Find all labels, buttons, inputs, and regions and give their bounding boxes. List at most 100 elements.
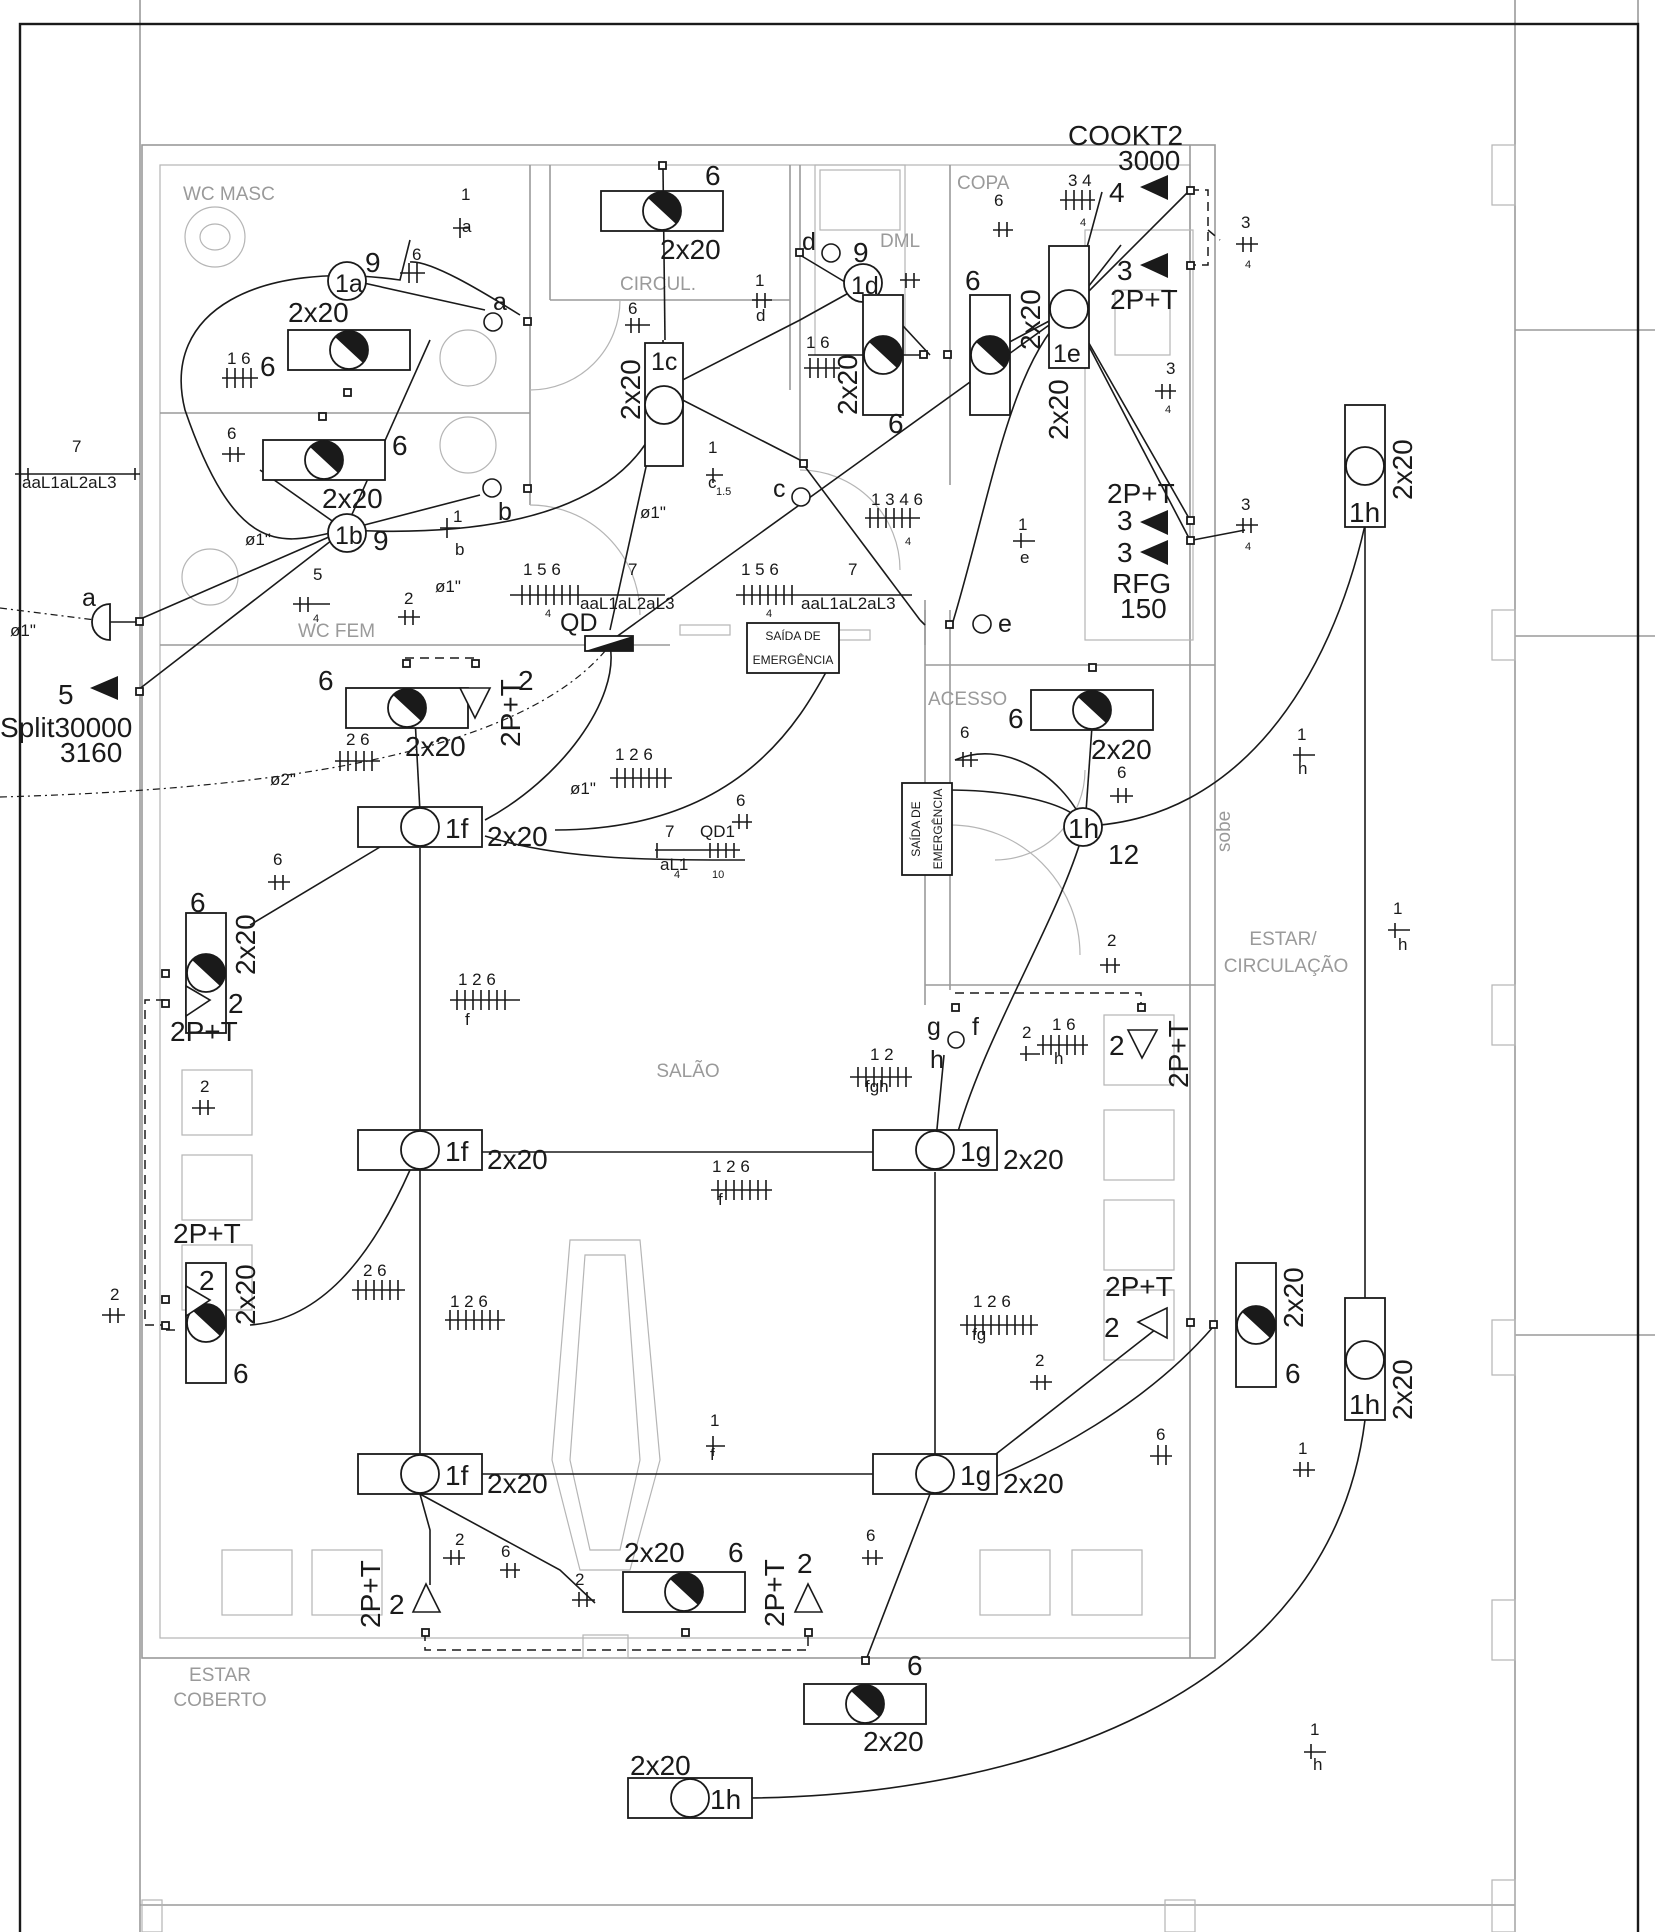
svg-text:6: 6	[501, 1542, 510, 1561]
svg-text:6: 6	[233, 1358, 249, 1389]
light-1h-right-bot: 1h	[1349, 1389, 1380, 1420]
svg-text:2x20: 2x20	[230, 914, 261, 975]
svg-text:1 2 6: 1 2 6	[712, 1157, 750, 1176]
svg-text:ø1": ø1"	[435, 577, 461, 596]
switch-d: d	[802, 228, 816, 256]
svg-text:6: 6	[318, 665, 334, 696]
switch-letters: a a b c d e f g h	[82, 228, 1012, 1074]
light-fixtures	[327, 245, 1386, 1819]
svg-text:2: 2	[389, 1589, 405, 1620]
light-1b: 1b	[335, 522, 363, 550]
svg-text:2P+T: 2P+T	[759, 1559, 790, 1627]
svg-text:2x20: 2x20	[615, 359, 646, 420]
light-1f-top: 1f	[445, 813, 469, 844]
room-copa: COPA	[957, 173, 1010, 194]
svg-text:2x20: 2x20	[487, 1144, 548, 1175]
room-dml: DML	[880, 231, 920, 252]
svg-text:10: 10	[712, 869, 724, 881]
switch-g: g	[927, 1013, 941, 1041]
svg-text:2: 2	[1035, 1351, 1044, 1370]
light-1a: 1a	[335, 270, 363, 298]
svg-text:SAÍDA DE: SAÍDA DE	[908, 801, 923, 856]
junction-points	[135, 161, 1218, 1665]
svg-text:2x20: 2x20	[1043, 379, 1074, 440]
svg-text:2P+T: 2P+T	[495, 679, 526, 747]
svg-text:3 4: 3 4	[1068, 171, 1092, 190]
svg-text:2: 2	[228, 988, 244, 1019]
svg-text:3: 3	[1117, 537, 1133, 568]
svg-text:aaL1aL2aL3: aaL1aL2aL3	[580, 594, 675, 613]
outlet-wcm	[287, 329, 411, 371]
svg-text:ø1": ø1"	[245, 530, 271, 549]
svg-text:6: 6	[866, 1526, 875, 1545]
svg-text:6: 6	[907, 1650, 923, 1681]
fixture-specs: 2x20 2x20 2x20 2x20 2x20 2x20 2x20 2x20 …	[230, 234, 1418, 1781]
svg-text:4: 4	[1080, 217, 1086, 229]
svg-text:2: 2	[518, 665, 534, 696]
svg-text:aL1: aL1	[660, 855, 688, 874]
svg-text:1 5 6: 1 5 6	[523, 560, 561, 579]
wiring	[0, 167, 1366, 1799]
svg-text:2P+T: 2P+T	[1107, 478, 1175, 509]
room-acesso: ACESSO	[928, 689, 1007, 710]
room-sobe: sobe	[1214, 811, 1235, 852]
svg-text:2P+T: 2P+T	[1110, 284, 1178, 315]
outlet-right-wall	[1235, 1262, 1277, 1388]
room-wc-fem: WC FEM	[298, 621, 375, 642]
svg-text:f: f	[465, 1010, 470, 1029]
svg-text:6: 6	[1008, 703, 1024, 734]
sockets	[90, 175, 1168, 1613]
svg-text:f: f	[710, 1445, 715, 1464]
svg-text:4: 4	[545, 608, 551, 620]
light-1g-mid: 1g	[960, 1136, 991, 1167]
svg-text:1 6: 1 6	[1052, 1015, 1076, 1034]
svg-text:1 2 6: 1 2 6	[458, 970, 496, 989]
svg-text:1 3 4 6: 1 3 4 6	[871, 490, 923, 509]
switches	[482, 243, 992, 1049]
svg-text:6: 6	[190, 887, 206, 918]
qd-panel[interactable]	[584, 635, 634, 652]
svg-text:h: h	[1313, 1755, 1322, 1774]
light-1f-bot: 1f	[445, 1460, 469, 1491]
cooktop-name: COOKT2	[1068, 120, 1183, 151]
svg-text:2: 2	[1107, 931, 1116, 950]
svg-text:2: 2	[1104, 1312, 1120, 1343]
svg-text:4: 4	[313, 613, 319, 625]
cooktop-power: 3000	[1118, 145, 1180, 176]
svg-text:6: 6	[628, 299, 637, 318]
svg-text:1: 1	[453, 507, 462, 526]
svg-text:6: 6	[1156, 1425, 1165, 1444]
svg-text:d: d	[756, 306, 765, 325]
svg-text:2x20: 2x20	[660, 234, 721, 265]
svg-text:6: 6	[888, 408, 904, 439]
svg-text:4: 4	[674, 869, 680, 881]
svg-text:6: 6	[260, 351, 276, 382]
light-1h-right-top: 1h	[1349, 497, 1380, 528]
svg-text:6: 6	[412, 245, 421, 264]
outlet-circ	[600, 190, 724, 232]
svg-text:2P+T: 2P+T	[170, 1016, 238, 1047]
outlet-fem	[345, 687, 469, 729]
outlet-bottom-right	[803, 1683, 927, 1725]
switch-e: e	[998, 610, 1012, 638]
wall-lamp-a	[91, 603, 111, 641]
svg-text:2x20: 2x20	[624, 1537, 685, 1568]
svg-text:4: 4	[1245, 259, 1251, 271]
qd-label: QD	[560, 609, 598, 637]
svg-text:7: 7	[628, 560, 637, 579]
svg-text:2: 2	[1022, 1023, 1031, 1042]
svg-text:6: 6	[994, 191, 1003, 210]
outlet-acesso	[1030, 689, 1154, 731]
svg-text:fgh: fgh	[865, 1077, 889, 1096]
svg-text:7: 7	[848, 560, 857, 579]
svg-text:7: 7	[665, 822, 674, 841]
qd1-label: QD1	[700, 822, 735, 841]
svg-text:2P+T: 2P+T	[1105, 1271, 1173, 1302]
outlets	[185, 190, 1277, 1725]
svg-text:2: 2	[455, 1530, 464, 1549]
rfg-power: 150	[1120, 593, 1167, 624]
room-estar-coberto-1: ESTAR	[189, 1665, 251, 1686]
outlet-left-wall-2	[185, 1262, 227, 1384]
circuit-numbers: 9 9 9 12 6 6 6 6 6 6 6 6 6 6 6 6 2 2 2 2…	[58, 160, 1301, 1681]
svg-text:2: 2	[404, 589, 413, 608]
